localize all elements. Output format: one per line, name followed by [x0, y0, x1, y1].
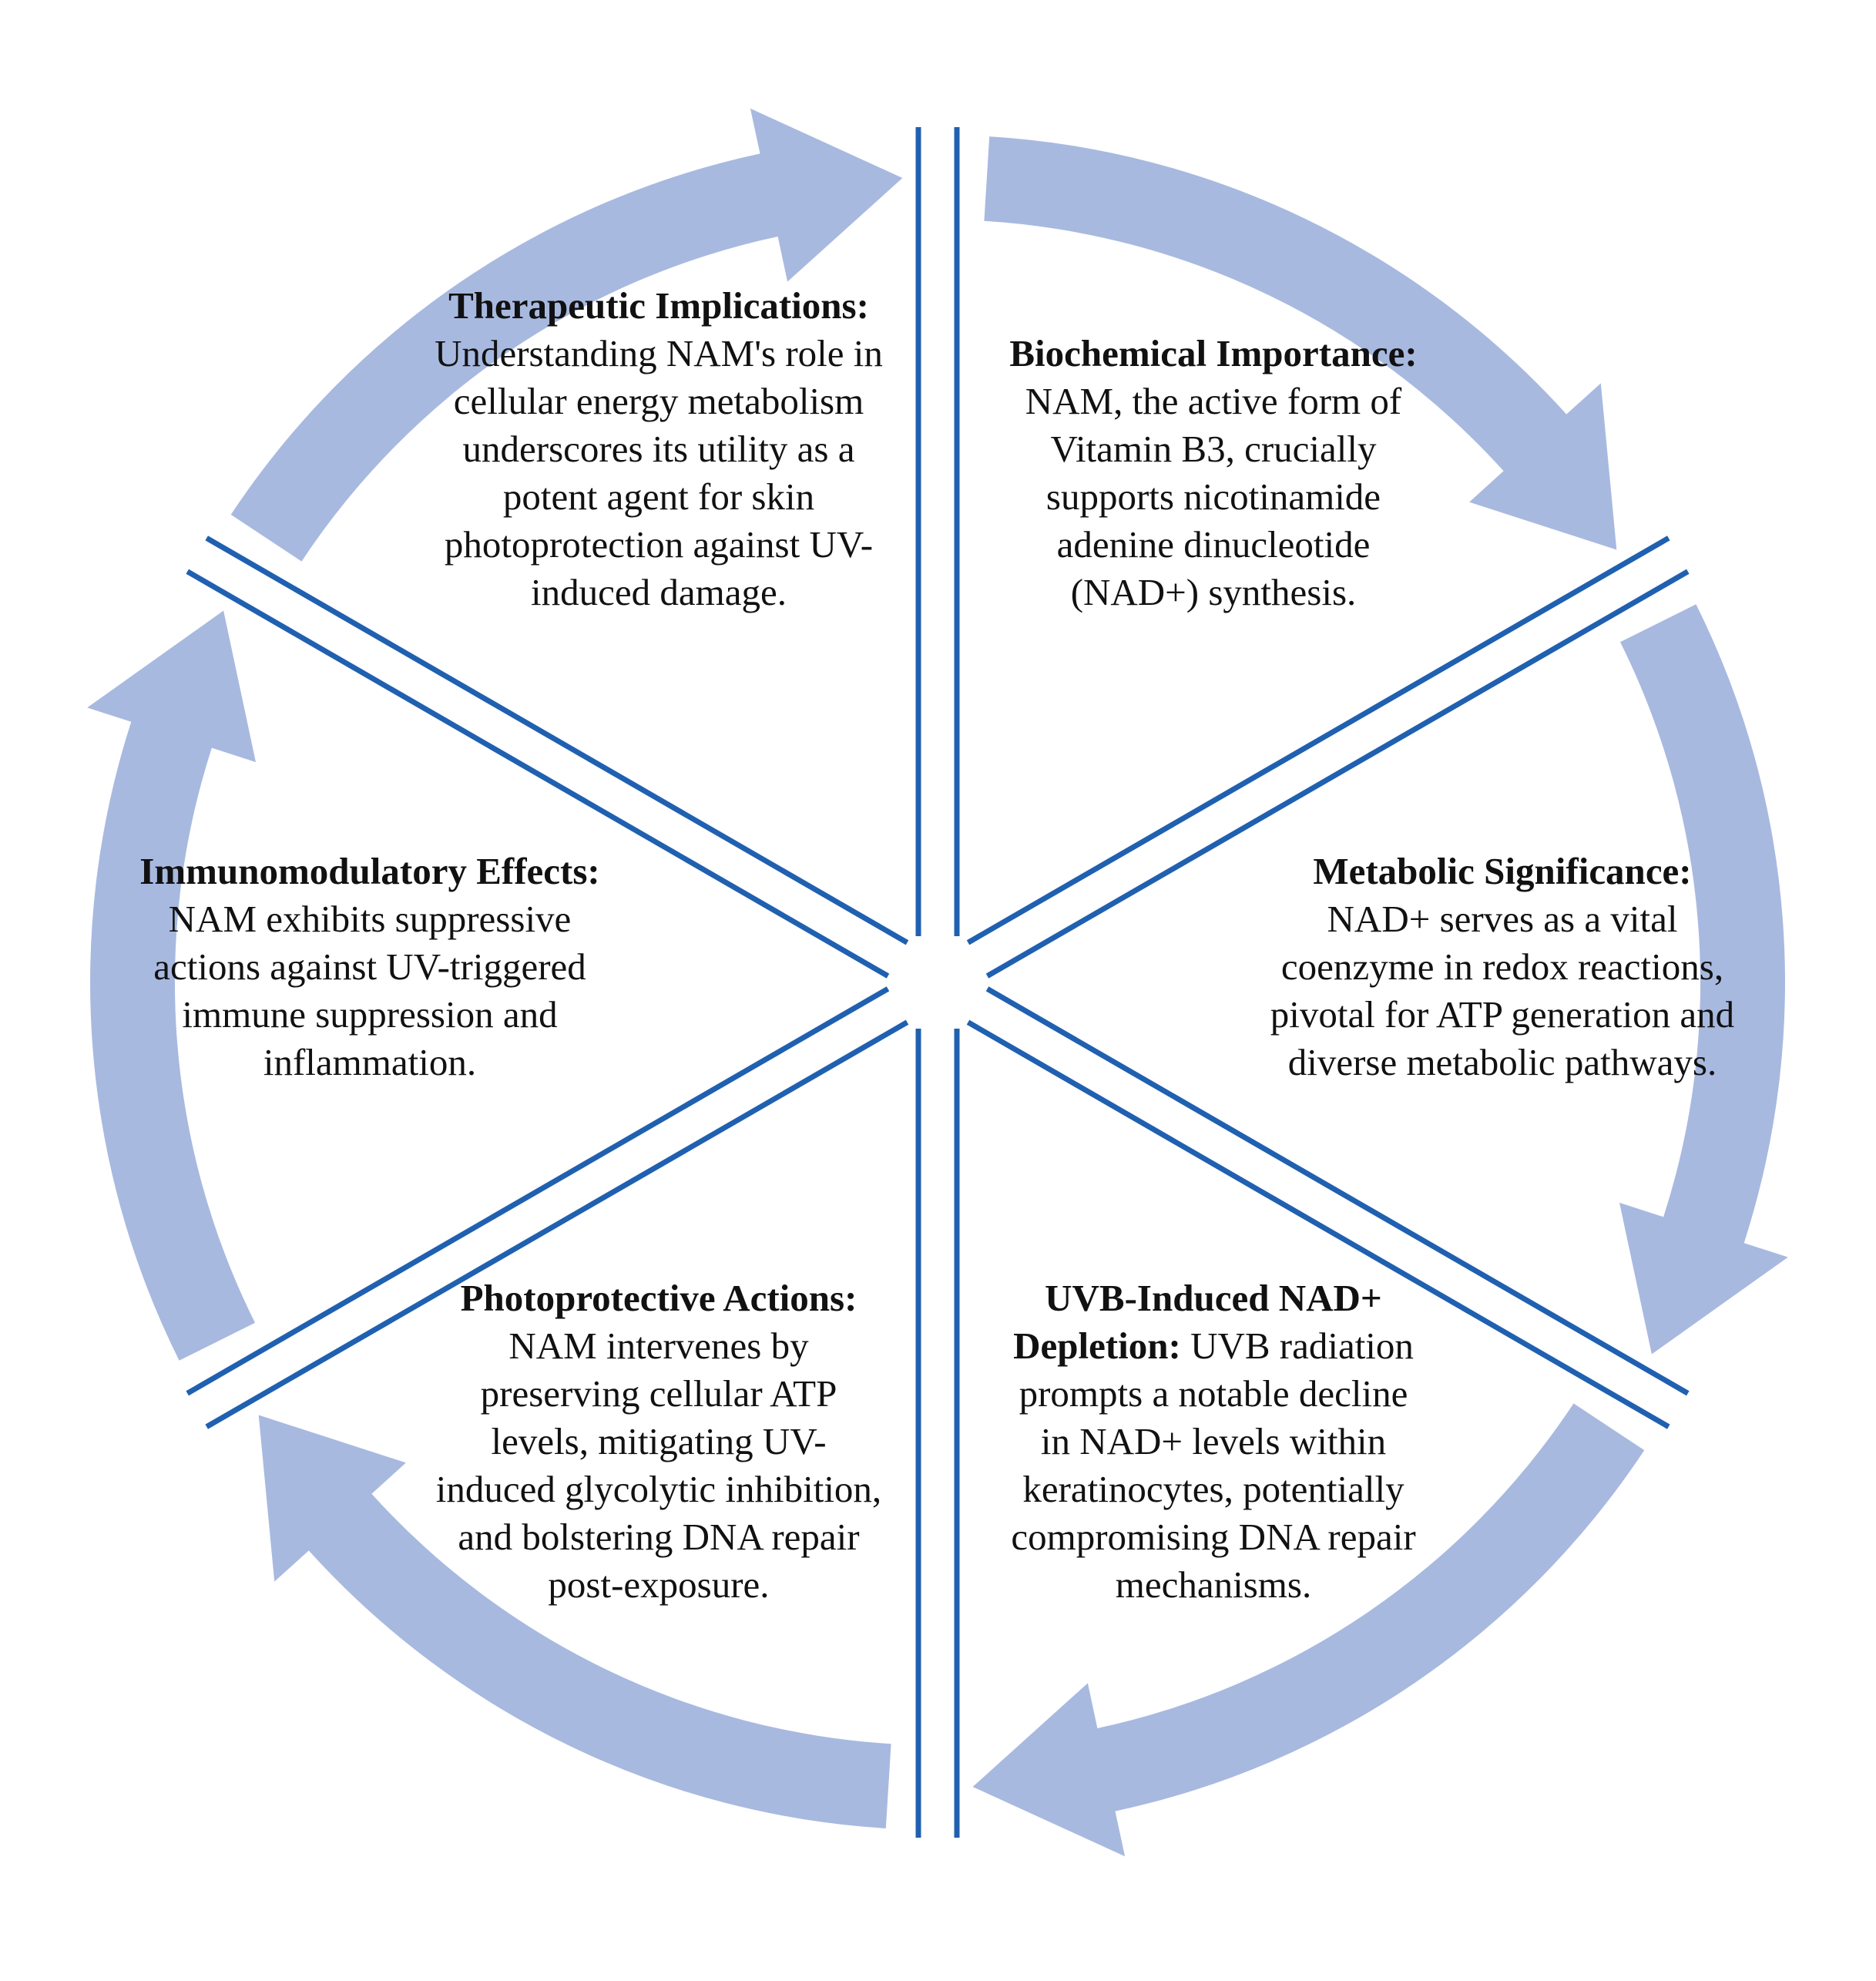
divider-line — [186, 569, 890, 979]
segment-photoprotective: Photoprotective Actions: NAM intervenes … — [435, 1274, 882, 1609]
divider-line — [966, 1019, 1670, 1429]
arrow-therapeutic — [230, 108, 903, 562]
segment-title: Therapeutic Implications: — [448, 284, 869, 327]
cycle-arrows — [87, 108, 1788, 1857]
segment-immunomodulatory: Immunomodulatory Effects: NAM exhibits s… — [131, 848, 609, 1086]
segment-body: Understanding NAM's role in cellular ene… — [435, 332, 883, 613]
divider-line — [985, 569, 1690, 979]
divider-line — [966, 536, 1670, 945]
segment-title: Photoprotective Actions: — [460, 1277, 857, 1319]
arrow-uvb — [972, 1403, 1645, 1857]
segment-title: UVB-Induced NAD+ Depletion: — [1013, 1277, 1382, 1367]
divider-line — [186, 986, 890, 1396]
segment-dividers — [186, 127, 1690, 1838]
divider-line — [985, 986, 1690, 1396]
segment-body: UVB radiation prompts a notable decline … — [1011, 1325, 1416, 1606]
divider-line — [205, 1019, 909, 1429]
segment-body: NAM exhibits suppressive actions against… — [153, 898, 586, 1083]
segment-body: NAM intervenes by preserving cellular AT… — [435, 1325, 882, 1606]
segment-title: Biochemical Importance: — [1009, 332, 1418, 374]
segment-therapeutic: Therapeutic Implications: Understanding … — [428, 282, 890, 616]
segment-body: NAD+ serves as a vital coenzyme in redox… — [1270, 898, 1735, 1083]
segment-title: Immunomodulatory Effects: — [139, 850, 600, 892]
segment-biochemical: Biochemical Importance: NAM, the active … — [1002, 330, 1425, 616]
arrow-metabolic — [1619, 604, 1788, 1355]
segment-body: NAM, the active form of Vitamin B3, cruc… — [1025, 380, 1402, 613]
segment-metabolic: Metabolic Significance: NAD+ serves as a… — [1264, 848, 1741, 1086]
arrow-photoprotective — [258, 1415, 891, 1828]
arrow-biochemical — [984, 136, 1617, 550]
segment-uvb: UVB-Induced NAD+ Depletion: UVB radiatio… — [1005, 1274, 1421, 1609]
segment-title: Metabolic Significance: — [1313, 850, 1692, 892]
arrow-immunomodulatory — [87, 610, 256, 1361]
divider-line — [205, 536, 909, 945]
